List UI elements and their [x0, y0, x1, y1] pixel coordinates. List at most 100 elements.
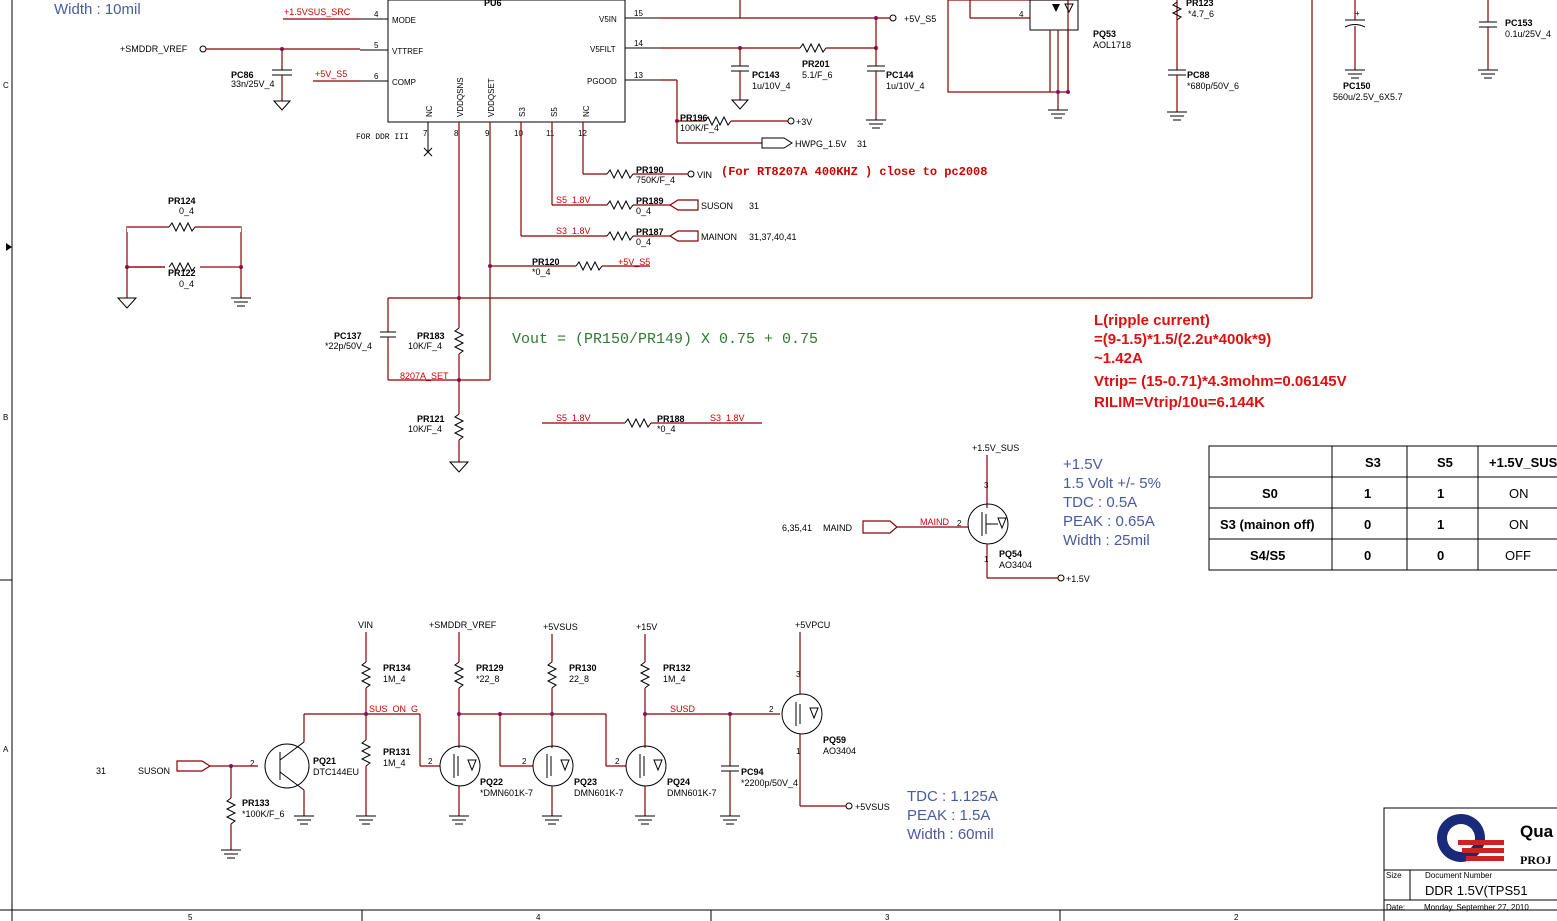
pr134-ref: PR134 [383, 663, 411, 673]
rt-note: (For RT8207A 400KHZ ) close to pc2008 [721, 165, 987, 179]
pr130-ref: PR130 [569, 663, 597, 673]
pr121-ref: PR121 [417, 414, 445, 424]
pr196-ref: PR196 [680, 113, 708, 123]
pin-nc1: NC [425, 105, 434, 117]
border-row-c: C [3, 81, 9, 90]
pr121-val: 10K/F_4 [408, 424, 442, 434]
spec5-line-2: PEAK : 1.5A [907, 807, 990, 824]
pc86-val: 33n/25V_4 [231, 79, 275, 89]
date-label: Date: [1386, 903, 1405, 912]
project-label: PROJ [1520, 853, 1551, 867]
border-col-4: 4 [536, 913, 541, 921]
pr134-val: 1M_4 [383, 674, 406, 684]
svg-text:4: 4 [1019, 10, 1024, 19]
svg-text:2: 2 [428, 757, 433, 766]
pq54-ref: PQ54 [999, 549, 1022, 559]
pq24-symbol [625, 745, 667, 787]
net-pr120-5v: +5V_S5 [618, 257, 650, 267]
th-s5: S5 [1437, 455, 1453, 470]
pc150-val: 560u/2.5V_6X5.7 [1333, 92, 1403, 102]
net-smddr-top: +SMDDR_VREF [429, 620, 497, 630]
net-suson-ref: 31 [749, 201, 759, 211]
pr190-val: 750K/F_4 [636, 175, 675, 185]
row-s3-s5: 1 [1437, 517, 1444, 532]
net-hwpg-ref: 31 [857, 139, 867, 149]
pr133-ref: PR133 [242, 798, 270, 808]
ripple-line-5: RILIM=Vtrip/10u=6.144K [1094, 394, 1265, 411]
ic-pu6-body [387, 0, 626, 123]
net-15v: +1.5V [1066, 574, 1090, 584]
pin-mode: MODE [392, 16, 416, 25]
pin-comp: COMP [392, 78, 416, 87]
pr188-ref: PR188 [657, 414, 685, 424]
pr131-val: 1M_4 [383, 758, 406, 768]
ripple-line-1: L(ripple current) [1094, 312, 1210, 329]
date-value: Monday, September 27, 2010 [1424, 903, 1529, 912]
border-row-b: B [3, 413, 8, 422]
net-comp: +5V_S5 [315, 69, 347, 79]
svg-text:2: 2 [522, 757, 527, 766]
net-maind-label: MAIND [823, 523, 853, 533]
pr190-ref: PR190 [636, 165, 664, 175]
pq21-ref: PQ21 [313, 756, 336, 766]
pq54-val: AO3404 [999, 560, 1032, 570]
pin-4-num: 4 [374, 10, 379, 19]
svg-text:3: 3 [796, 670, 801, 679]
net-mainon-ref: 31,37,40,41 [749, 232, 797, 242]
pr189-val: 0_4 [636, 206, 651, 216]
pr131-ref: PR131 [383, 747, 411, 757]
pr122-val: 0_4 [179, 279, 194, 289]
pc137-ref: PC137 [334, 331, 362, 341]
pr120-ref: PR120 [532, 257, 560, 267]
pin-s5: S5 [550, 107, 559, 117]
row-s3-state: ON [1509, 517, 1529, 532]
border-col-2: 2 [1234, 913, 1239, 921]
net-mode: +1.5VSUS_SRC [284, 7, 351, 17]
pin-13-num: 13 [634, 71, 643, 80]
row-s0-s5: 1 [1437, 486, 1444, 501]
pc144-ref: PC144 [886, 70, 914, 80]
pin-5-num: 5 [374, 41, 379, 50]
pin-nc2: NC [582, 105, 591, 117]
svg-text:2: 2 [250, 759, 255, 768]
ripple-line-4: Vtrip= (15-0.71)*4.3mohm=0.06145V [1094, 373, 1347, 390]
pr130-val: 22_8 [569, 674, 589, 684]
pin-s3: S3 [518, 107, 527, 117]
ddr3-note: FOR DDR III [356, 133, 409, 142]
net-3v: +3V [796, 117, 812, 127]
pr201-ref: PR201 [802, 59, 830, 69]
net-5vsus-top: +5VSUS [543, 622, 578, 632]
net-susd: SUSD [670, 704, 696, 714]
svg-text:2: 2 [957, 519, 962, 528]
pc153-val: 0.1u/25V_4 [1505, 29, 1551, 39]
pin-9-num: 9 [485, 129, 490, 138]
pr132-ref: PR132 [663, 663, 691, 673]
pq53-val: AOL1718 [1093, 40, 1131, 50]
net-vin-top: VIN [358, 620, 373, 630]
docnum: DDR 1.5V(TPS51 [1425, 883, 1528, 898]
row-s3-label: S3 (mainon off) [1220, 517, 1315, 532]
pr183-val: 10K/F_4 [408, 341, 442, 351]
ic-ref: PU6 [484, 0, 502, 8]
pr124-val: 0_4 [179, 206, 194, 216]
net-5vsus-out: +5VSUS [855, 802, 890, 812]
pr129-ref: PR129 [476, 663, 504, 673]
net-suson-bottom-ref: 31 [96, 766, 106, 776]
th-s3: S3 [1365, 455, 1381, 470]
spec15-line-5: Width : 25mil [1063, 532, 1150, 549]
pin-v5in: V5IN [599, 15, 617, 24]
pin-14-num: 14 [634, 39, 643, 48]
pin-15-num: 15 [634, 9, 643, 18]
pc86-ref: PC86 [231, 70, 254, 80]
spec15-line-2: 1.5 Volt +/- 5% [1063, 475, 1161, 492]
pin-6-num: 6 [374, 72, 379, 81]
state-table: S3 S5 +1.5V_SUS S0 1 1 ON S3 (mainon off… [1208, 445, 1557, 571]
pc153-ref: PC153 [1505, 18, 1533, 28]
pr183-ref: PR183 [417, 331, 445, 341]
net-smddr-vref: +SMDDR_VREF [120, 44, 188, 54]
pr196-val: 100K/F_4 [680, 123, 719, 133]
pr189-ref: PR189 [636, 196, 664, 206]
pc150-ref: PC150 [1343, 81, 1371, 91]
width-note: Width : 10mil [54, 1, 141, 18]
net-5vpcu: +5VPCU [795, 620, 830, 630]
